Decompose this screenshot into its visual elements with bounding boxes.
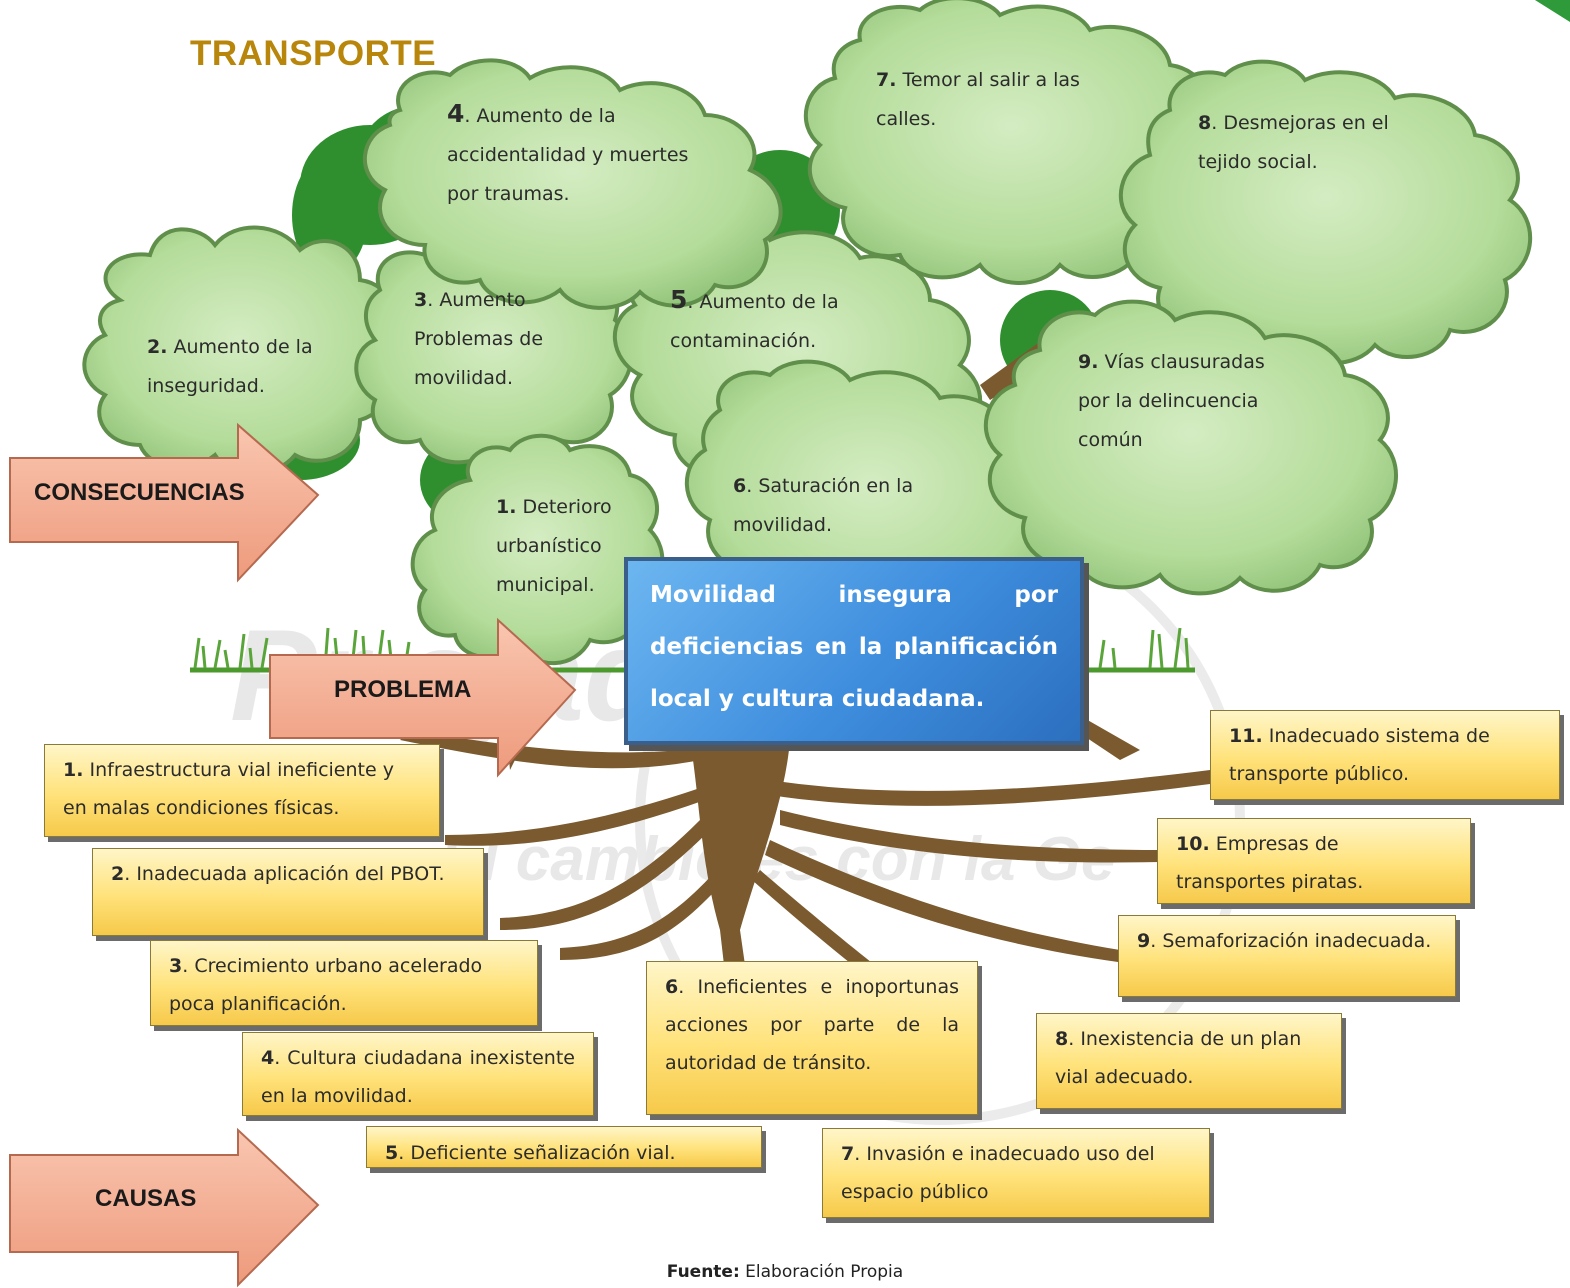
cause-9: 9. Semaforización inadecuada.: [1118, 915, 1456, 997]
cause-7: 7. Invasión e inadecuado uso del espacio…: [822, 1128, 1210, 1218]
cause-11: 11. Inadecuado sistema de transporte púb…: [1210, 710, 1560, 800]
arrow-consequences: [9, 422, 320, 583]
corner-decoration: [1535, 0, 1570, 22]
cause-10: 10. Empresas de transportes piratas.: [1157, 818, 1471, 904]
consequence-1: 1. Deterioro urbanístico municipal.: [496, 496, 612, 596]
consequence-4: 4. Aumento de la accidentalidad y muerte…: [447, 99, 689, 205]
consequence-7: 7. Temor al salir a las calles.: [876, 69, 1080, 130]
cause-8: 8. Inexistencia de un plan vial adecuado…: [1036, 1013, 1342, 1109]
central-problem: Movilidad insegura por deficiencias en l…: [624, 557, 1084, 745]
consequence-3: 3. Aumento Problemas de movilidad.: [414, 289, 544, 389]
cause-3: 3. Crecimiento urbano acelerado poca pla…: [150, 940, 538, 1026]
consequence-5: 5. Aumento de la contaminación.: [670, 285, 839, 352]
cloud-1: [410, 433, 665, 666]
arrow-causes: [9, 1127, 320, 1288]
cause-2: 2. Inadecuada aplicación del PBOT.: [92, 848, 484, 936]
cause-4: 4. Cultura ciudadana inexistente en la m…: [242, 1032, 594, 1116]
source-note: Fuente: Elaboración Propia: [666, 1262, 904, 1282]
cloud-8: [1118, 59, 1533, 365]
label-causes: CAUSAS: [95, 1185, 197, 1212]
consequence-9: 9. Vías clausuradas por la delincuencia …: [1078, 351, 1265, 451]
label-problem: PROBLEMA: [334, 676, 472, 703]
label-consequences: CONSECUENCIAS: [34, 479, 245, 506]
tree-roots: [400, 710, 1210, 1008]
diagram-title: TRANSPORTE: [190, 34, 437, 73]
consequence-8: 8. Desmejoras en el tejido social.: [1198, 112, 1389, 173]
cause-5: 5. Deficiente señalización vial.: [366, 1126, 762, 1168]
cloud-9: [983, 299, 1398, 596]
cloud-4: [362, 58, 783, 310]
cause-1: 1. Infraestructura vial ineficiente y en…: [44, 744, 440, 837]
consequence-6: 6. Saturación en la movilidad.: [733, 475, 914, 536]
consequence-2: 2. Aumento de la inseguridad.: [147, 336, 313, 397]
cause-6: 6. Ineficientes e inoportunas acciones p…: [646, 961, 978, 1115]
arrow-problem: [269, 617, 577, 778]
